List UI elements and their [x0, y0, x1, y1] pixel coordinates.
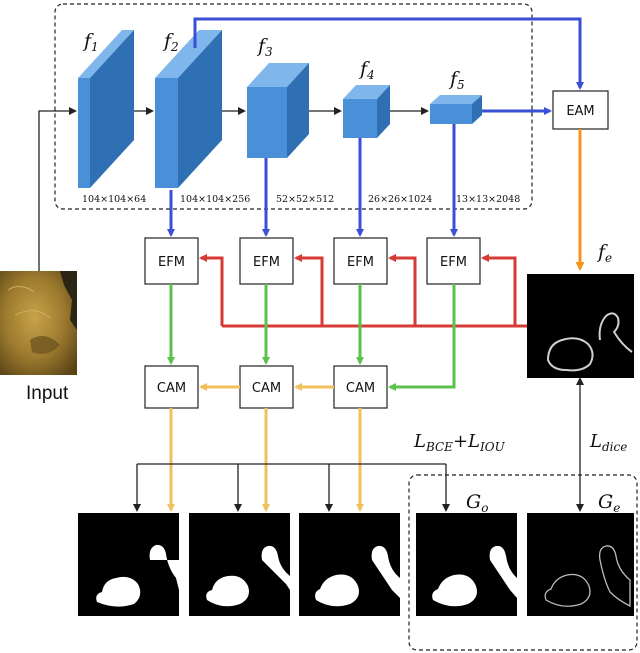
feature-cube-f1	[78, 30, 134, 188]
feature-label-f2: f2	[162, 30, 179, 54]
arrows-cam-to-prediction	[167, 408, 364, 512]
cam-label: CAM	[157, 381, 186, 396]
eam-label: EAM	[566, 104, 594, 119]
dim-label-f4: 26×26×1024	[368, 194, 432, 205]
ground-truth-frame	[408, 474, 638, 651]
efm-label: EFM	[158, 255, 185, 270]
prediction-mask	[299, 513, 400, 616]
arrows-backbone-to-efm	[167, 124, 458, 237]
loss-dice: Ldice	[589, 431, 627, 454]
dim-label-f3: 52×52×512	[276, 194, 334, 205]
cam-box	[333, 365, 388, 409]
gt-object-label: Go	[466, 491, 488, 515]
cam-box	[144, 365, 199, 409]
prediction-mask	[78, 513, 179, 616]
arrows-efm-to-cam	[167, 284, 456, 391]
feature-cube-f4	[343, 85, 390, 138]
ground-truth-object-mask	[416, 513, 517, 616]
arrow-f2-to-eam	[193, 17, 584, 90]
dim-label-f5: 13×13×2048	[456, 194, 520, 205]
efm-box	[144, 237, 199, 285]
edge-map-fe	[527, 274, 634, 378]
feature-label-f1: f1	[82, 30, 99, 54]
edge-feature-label: fe	[596, 241, 612, 265]
efm-label: EFM	[253, 255, 280, 270]
arrows-edge-to-efm	[199, 254, 527, 328]
feature-label-f5: f5	[448, 68, 465, 92]
feature-label-f4: f4	[358, 58, 375, 82]
cam-label: CAM	[252, 381, 281, 396]
gt-edge-label: Ge	[598, 491, 620, 515]
backbone-frame	[54, 3, 533, 210]
efm-box	[426, 237, 481, 285]
efm-label: EFM	[440, 255, 467, 270]
cam-label: CAM	[346, 381, 375, 396]
input-label: Input	[26, 383, 69, 404]
input-image	[0, 271, 77, 375]
feature-label-f3: f3	[256, 35, 273, 59]
efm-label: EFM	[347, 255, 374, 270]
input-arrow	[38, 107, 77, 271]
feature-cube-f5	[430, 95, 482, 124]
loss-bce-iou: LBCE+LIOU	[413, 431, 506, 454]
feature-cube-f3	[247, 63, 309, 158]
feature-cube-f2	[155, 30, 222, 188]
dim-label-f1: 104×104×64	[82, 194, 146, 205]
ground-truth-edge-map	[527, 513, 634, 616]
prediction-mask	[189, 513, 290, 616]
dim-label-f2: 104×104×256	[180, 194, 250, 205]
efm-box	[333, 237, 388, 285]
supervision-arrows	[133, 377, 584, 512]
efm-box	[239, 237, 294, 285]
eam-box	[552, 90, 609, 130]
efm-boxes	[144, 237, 481, 285]
cam-box	[239, 365, 294, 409]
